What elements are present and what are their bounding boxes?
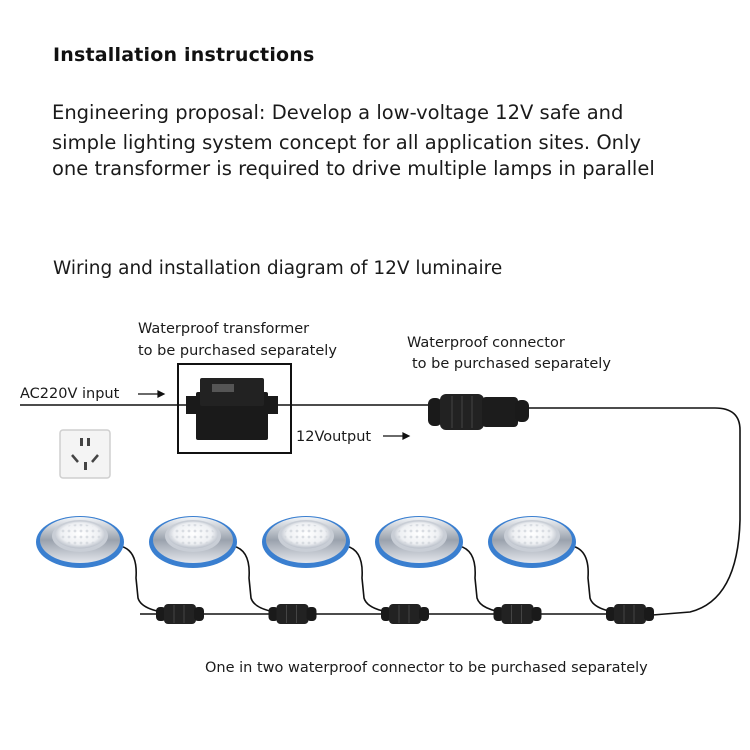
lamp-group bbox=[36, 516, 633, 615]
splitter-connector-icon bbox=[493, 604, 542, 624]
proposal-line-1: Engineering proposal: Develop a low-volt… bbox=[52, 101, 624, 124]
transformer-icon bbox=[177, 363, 292, 454]
proposal-line-2: simple lighting system concept for all a… bbox=[52, 131, 641, 154]
transformer-label-2: to be purchased separately bbox=[138, 343, 337, 359]
wall-socket-icon bbox=[59, 429, 111, 479]
splitter-connector-icon bbox=[268, 604, 317, 624]
proposal-line-3: one transformer is required to drive mul… bbox=[52, 157, 655, 180]
splitter-group bbox=[156, 604, 654, 624]
splitter-connector-icon bbox=[381, 604, 429, 624]
cable-main bbox=[20, 404, 741, 617]
waterproof-connector-icon bbox=[428, 394, 529, 430]
diagram-title: Wiring and installation diagram of 12V l… bbox=[53, 258, 503, 279]
output-arrow bbox=[383, 432, 411, 440]
output-label: 12Voutput bbox=[296, 429, 371, 445]
transformer-label-1: Waterproof transformer bbox=[138, 321, 309, 337]
pool-lamp-icon bbox=[36, 516, 181, 615]
pool-lamp-icon bbox=[262, 516, 407, 615]
splitter-label: One in two waterproof connector to be pu… bbox=[205, 660, 648, 676]
page-title: Installation instructions bbox=[53, 44, 315, 66]
input-label: AC220V input bbox=[20, 386, 120, 402]
splitter-connector-icon bbox=[156, 604, 204, 624]
input-arrow bbox=[138, 390, 166, 398]
connector-label-2: to be purchased separately bbox=[412, 356, 611, 372]
pool-lamp-icon bbox=[488, 516, 633, 615]
connector-label-1: Waterproof connector bbox=[407, 335, 565, 351]
splitter-connector-icon bbox=[606, 604, 654, 624]
pool-lamp-icon bbox=[149, 516, 294, 615]
